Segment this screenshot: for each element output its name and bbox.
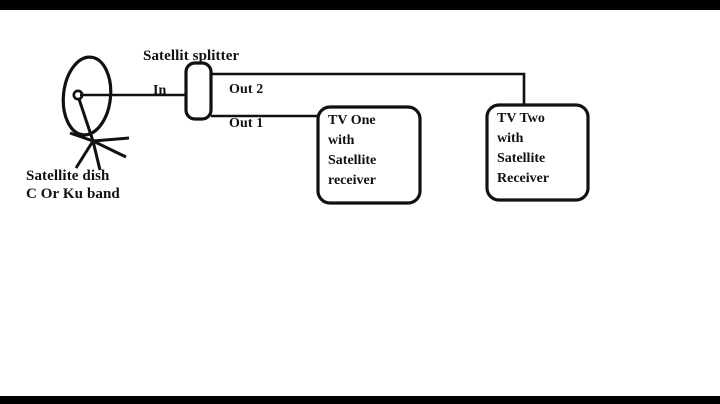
satellite-dish-caption: Satellite dish C Or Ku band: [26, 168, 120, 202]
dish-leg-center: [91, 140, 102, 171]
splitter-in-label: In: [153, 83, 167, 98]
splitter-title-label: Satellit splitter: [143, 48, 240, 64]
cable-out2-to-tv-two: [211, 72, 526, 106]
tv-two-box: [485, 103, 590, 202]
dish-leg-left: [69, 131, 94, 143]
satellite-splitter-box: [184, 61, 213, 121]
dish-leg-lower-left: [74, 140, 95, 169]
satellite-dish-reflector: [61, 55, 113, 137]
letterbox-bottom-bar: [0, 396, 720, 404]
splitter-out1-label: Out 1: [229, 116, 264, 131]
dish-mast: [77, 98, 95, 142]
dish-leg-upper-right: [92, 136, 130, 143]
tv-one-box: [316, 105, 422, 205]
tv-one-label: TV One with Satellite receiver: [328, 113, 377, 188]
letterbox-top-bar: [0, 0, 720, 10]
dish-leg-right: [92, 139, 127, 159]
splitter-out2-label: Out 2: [229, 82, 264, 97]
tv-two-label: TV Two with Satellite Receiver: [497, 111, 550, 186]
